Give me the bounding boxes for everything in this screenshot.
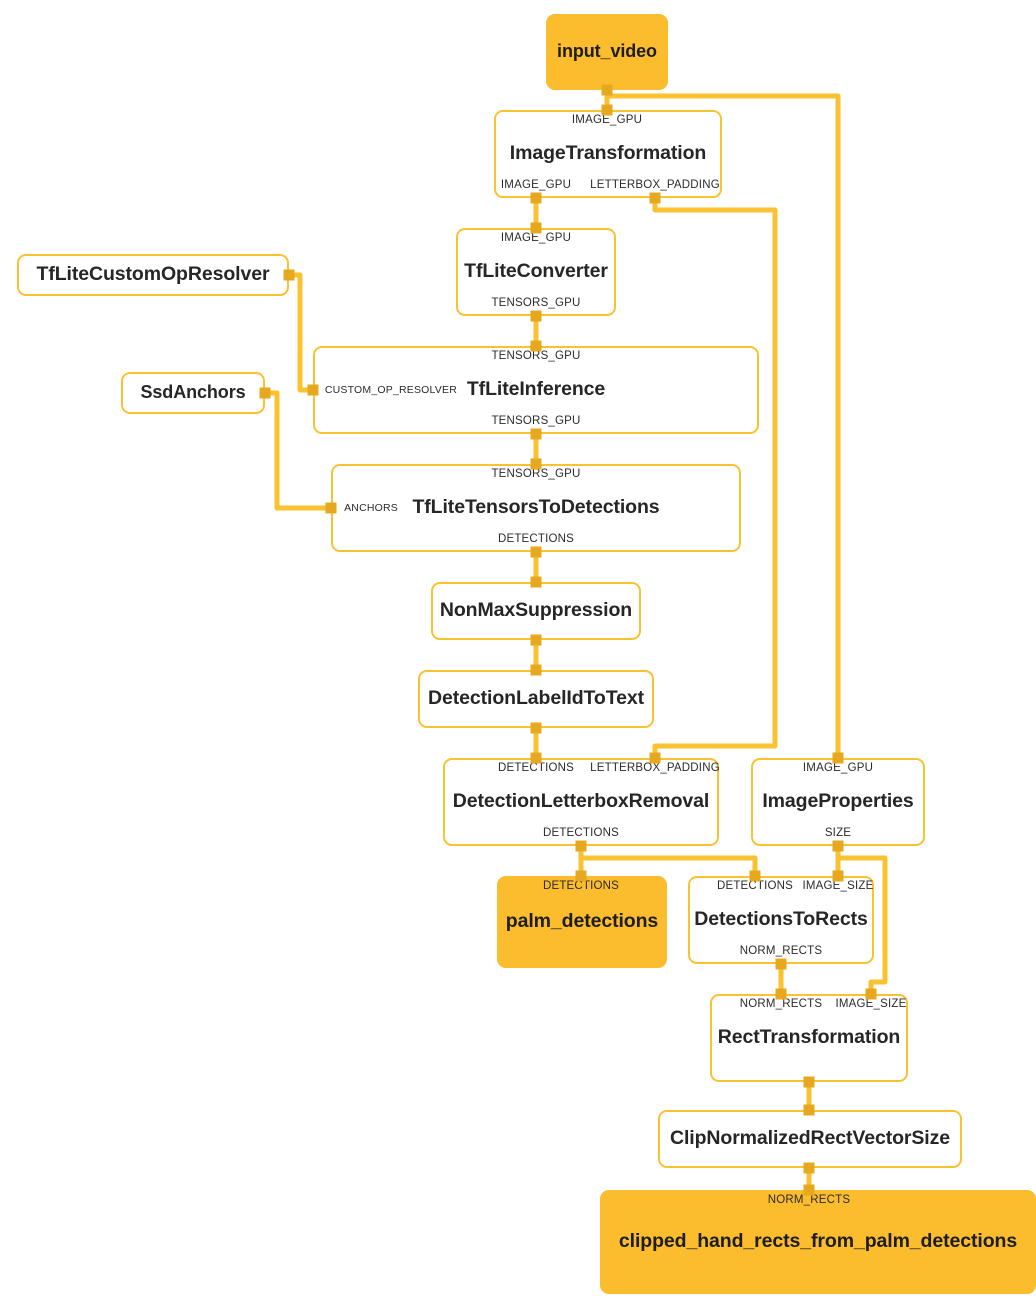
- edge: [578, 855, 758, 879]
- port-connector[interactable]: [749, 870, 761, 882]
- graph-node-DetectionLetterboxRemoval[interactable]: DetectionLetterboxRemoval: [443, 758, 719, 846]
- graph-node-TfLiteCustomOpResolver[interactable]: TfLiteCustomOpResolver: [17, 254, 289, 296]
- port-connector[interactable]: [832, 840, 844, 852]
- node-title: palm_detections: [505, 910, 659, 933]
- port-label-letterbox_padding: LETTERBOX_PADDING: [590, 762, 720, 774]
- graph-node-RectTransformation[interactable]: RectTransformation: [710, 994, 908, 1082]
- graph-node-ImageProperties[interactable]: ImageProperties: [751, 758, 925, 846]
- port-connector[interactable]: [530, 222, 542, 234]
- port-connector[interactable]: [865, 988, 877, 1000]
- port-connector[interactable]: [259, 387, 271, 399]
- port-label-detections: DETECTIONS: [497, 533, 575, 545]
- graph-node-clipped_hand_rects[interactable]: clipped_hand_rects_from_palm_detections: [600, 1190, 1036, 1294]
- graph-node-DetectionLabelIdToText[interactable]: DetectionLabelIdToText: [418, 670, 654, 728]
- port-connector[interactable]: [530, 576, 542, 588]
- port-connector[interactable]: [803, 1162, 815, 1174]
- port-connector[interactable]: [325, 502, 337, 514]
- node-title: clipped_hand_rects_from_palm_detections: [618, 1230, 1018, 1253]
- graph-node-input_video[interactable]: input_video: [546, 14, 668, 90]
- port-connector[interactable]: [530, 458, 542, 470]
- port-label-tensors_gpu: TENSORS_GPU: [491, 415, 581, 427]
- port-connector[interactable]: [575, 840, 587, 852]
- port-connector[interactable]: [530, 428, 542, 440]
- port-connector[interactable]: [530, 340, 542, 352]
- port-label-detections: DETECTIONS: [542, 880, 620, 892]
- graph-node-TfLiteConverter[interactable]: TfLiteConverter: [456, 228, 616, 316]
- port-connector[interactable]: [530, 722, 542, 734]
- port-connector[interactable]: [649, 192, 661, 204]
- port-connector[interactable]: [803, 1076, 815, 1088]
- port-label-detections: DETECTIONS: [542, 827, 620, 839]
- graph-node-palm_detections[interactable]: palm_detections: [497, 876, 667, 968]
- port-connector[interactable]: [803, 1184, 815, 1196]
- port-connector[interactable]: [530, 192, 542, 204]
- port-label-anchors: ANCHORS: [344, 502, 398, 514]
- port-connector[interactable]: [832, 752, 844, 764]
- node-title: TfLiteConverter: [464, 260, 608, 283]
- port-connector[interactable]: [601, 104, 613, 116]
- node-title: TfLiteTensorsToDetections: [412, 496, 660, 519]
- port-label-image_gpu: IMAGE_GPU: [500, 179, 572, 191]
- port-connector[interactable]: [775, 988, 787, 1000]
- node-title: ImageTransformation: [509, 142, 707, 165]
- port-connector[interactable]: [775, 958, 787, 970]
- port-label-detections: DETECTIONS: [497, 762, 575, 774]
- node-title: DetectionLetterboxRemoval: [452, 790, 710, 813]
- port-label-norm_rects: NORM_RECTS: [739, 945, 823, 957]
- node-title: TfLiteInference: [466, 378, 606, 401]
- port-label-letterbox_padding: LETTERBOX_PADDING: [590, 179, 720, 191]
- port-label-image_gpu: IMAGE_GPU: [571, 114, 643, 126]
- port-label-norm_rects: NORM_RECTS: [767, 1194, 851, 1206]
- node-title: ImageProperties: [762, 790, 914, 813]
- port-label-image_size: IMAGE_SIZE: [802, 880, 874, 892]
- port-label-norm_rects: NORM_RECTS: [739, 998, 823, 1010]
- port-connector[interactable]: [649, 752, 661, 764]
- node-title: DetectionsToRects: [694, 908, 868, 931]
- node-title: input_video: [557, 41, 657, 62]
- port-connector[interactable]: [530, 310, 542, 322]
- port-connector[interactable]: [803, 1104, 815, 1116]
- graph-node-NonMaxSuppression[interactable]: NonMaxSuppression: [431, 582, 641, 640]
- port-connector[interactable]: [832, 870, 844, 882]
- port-label-size: SIZE: [824, 827, 852, 839]
- port-connector[interactable]: [575, 870, 587, 882]
- port-label-image_size: IMAGE_SIZE: [835, 998, 907, 1010]
- port-connector[interactable]: [283, 269, 295, 281]
- graph-node-ClipNormalizedRectVectorSize[interactable]: ClipNormalizedRectVectorSize: [658, 1110, 962, 1168]
- graph-node-SsdAnchors[interactable]: SsdAnchors: [121, 372, 265, 414]
- node-title: DetectionLabelIdToText: [428, 687, 644, 710]
- node-title: SsdAnchors: [140, 382, 246, 403]
- port-connector[interactable]: [530, 546, 542, 558]
- port-connector[interactable]: [530, 664, 542, 676]
- node-title: RectTransformation: [717, 1026, 901, 1049]
- port-label-detections: DETECTIONS: [716, 880, 794, 892]
- port-label-tensors_gpu: TENSORS_GPU: [491, 297, 581, 309]
- port-label-image_gpu: IMAGE_GPU: [500, 232, 572, 244]
- port-label-image_gpu: IMAGE_GPU: [802, 762, 874, 774]
- port-label-tensors_gpu: TENSORS_GPU: [491, 350, 581, 362]
- node-title: ClipNormalizedRectVectorSize: [669, 1127, 951, 1150]
- port-connector[interactable]: [530, 634, 542, 646]
- node-title: TfLiteCustomOpResolver: [36, 263, 270, 286]
- port-connector[interactable]: [307, 384, 319, 396]
- node-title: NonMaxSuppression: [439, 599, 633, 622]
- port-connector[interactable]: [601, 84, 613, 96]
- port-connector[interactable]: [530, 752, 542, 764]
- edge: [286, 272, 316, 393]
- port-label-tensors_gpu: TENSORS_GPU: [491, 468, 581, 480]
- port-label-custom_op_resolver: CUSTOM_OP_RESOLVER: [324, 384, 457, 396]
